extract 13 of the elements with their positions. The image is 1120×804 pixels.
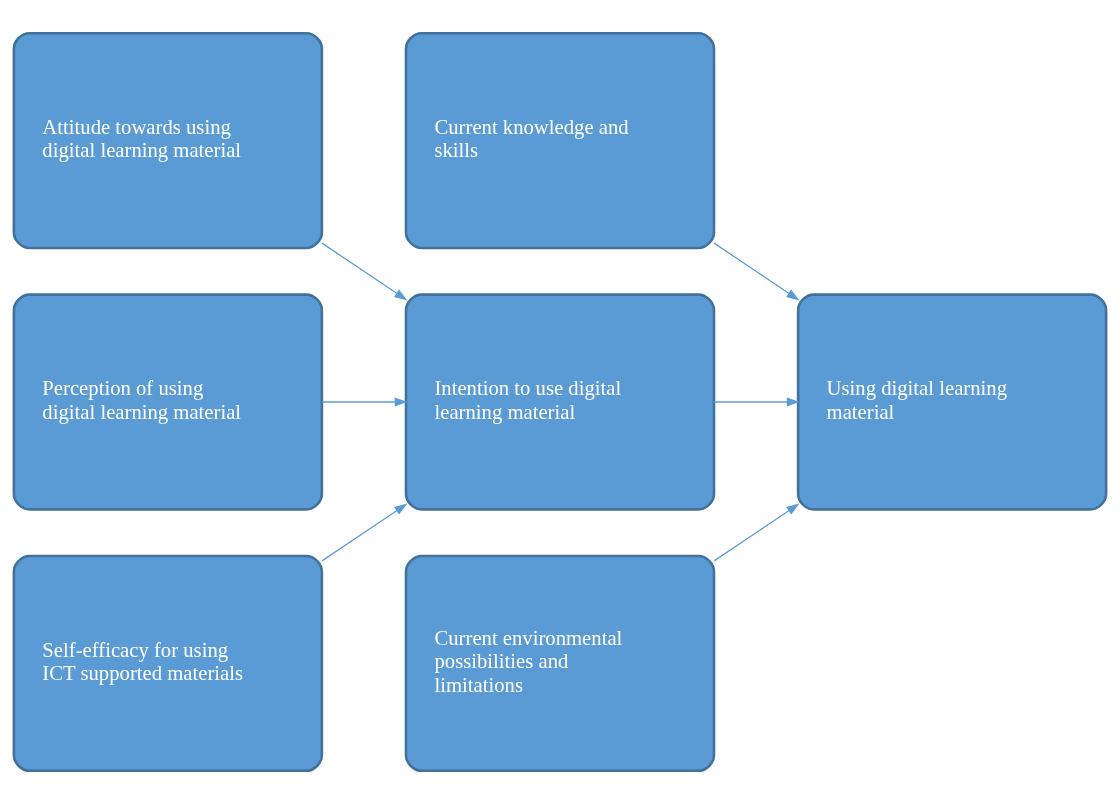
arrow [321,242,408,301]
arrow [713,503,800,562]
node-box: Attitude towards using digital learning material [12,31,324,250]
arrow [321,397,408,407]
arrow [321,503,408,562]
node-box: Using digital learning material [796,293,1108,511]
node-box: Current knowledge and skills [404,31,716,250]
arrow [713,397,800,407]
arrow [713,242,800,301]
node-box: Self-efficacy for using ICT supported materials [12,554,324,773]
node-box: Perception of using digital learning material [12,293,324,511]
node-box: Current environmental possibilities and limitations [404,554,716,773]
node-box: Intention to use digital learning material [404,293,716,511]
